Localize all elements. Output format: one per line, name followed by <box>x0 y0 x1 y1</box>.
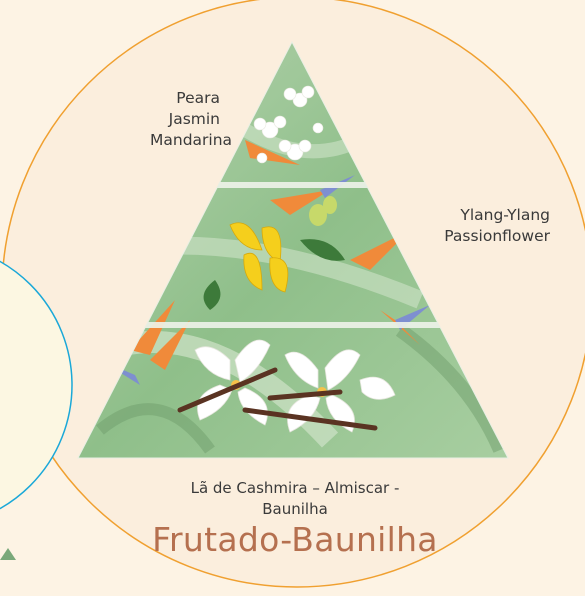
left-circle <box>0 260 73 510</box>
base-note-line: Lã de Cashmira – Almiscar - <box>190 479 400 497</box>
heart-note-item: Passionflower <box>444 227 550 245</box>
top-note-item: Peara <box>176 89 220 107</box>
olfactory-family-title: Frutado-Baunilha <box>152 520 438 559</box>
left-leaf-icon <box>0 548 16 560</box>
top-note-item: Mandarina <box>150 131 233 149</box>
base-notes: Lã de Cashmira – Almiscar - Baunilha <box>120 478 470 520</box>
heart-note-item: Ylang-Ylang <box>460 206 550 224</box>
top-notes: Peara Jasmin Mandarina <box>150 88 233 151</box>
heart-notes: Ylang-Ylang Passionflower <box>380 205 550 247</box>
base-note-line: Baunilha <box>262 500 328 518</box>
top-note-item: Jasmin <box>168 110 220 128</box>
